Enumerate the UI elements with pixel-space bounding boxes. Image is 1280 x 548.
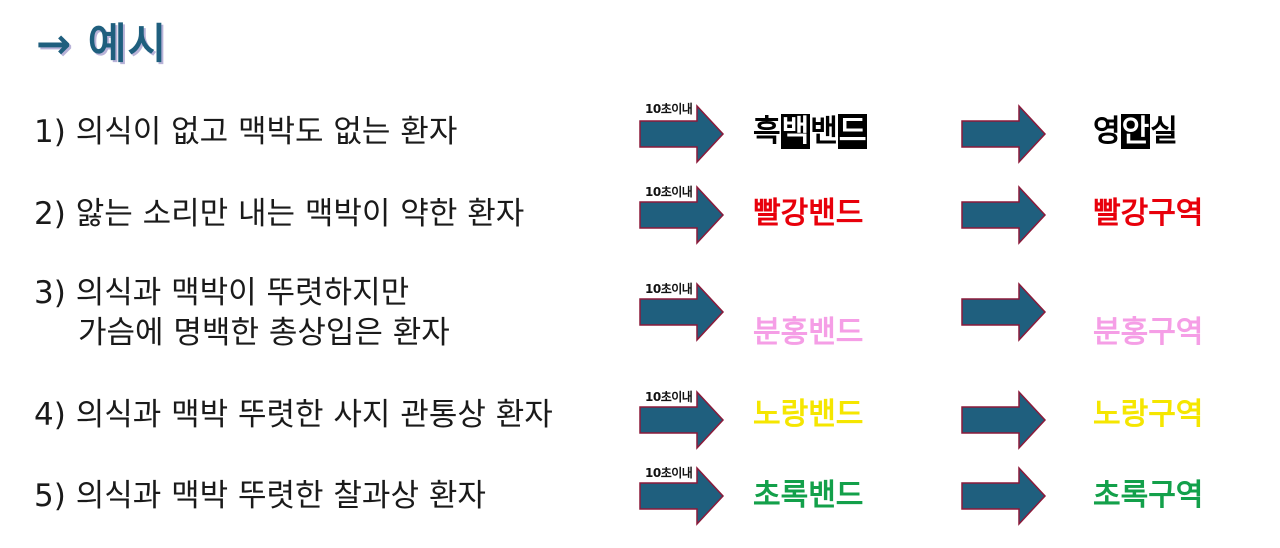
row-4-text: 의식과 맥박 뚜렷한 사지 관통상 환자 [75,397,553,433]
row-2-time-note: 10초이내 [645,185,693,199]
arrow-right-icon [961,282,1047,342]
arrow-right-icon [639,104,725,164]
row-3-zone-label: 분홍구역 [1093,315,1204,350]
row-3-band-label: 분홍밴드 [753,315,864,350]
row-5-time-note: 10초이내 [645,466,693,480]
arrow-right-icon [961,466,1047,526]
row-3-text-line2: 가슴에 명백한 총상입은 환자 [78,315,450,351]
row-1-number: 1) [34,114,66,150]
arrow-right-icon [639,282,725,342]
row-1-text: 의식이 없고 맥박도 없는 환자 [75,114,458,150]
arrow-right-icon [639,466,725,526]
row-2-zone-label: 빨강구역 [1093,196,1204,231]
row-4-time-note: 10초이내 [645,390,693,404]
arrow-right-icon [961,185,1047,245]
row-5-band-label: 초록밴드 [753,478,864,513]
row-1-time-note: 10초이내 [645,102,693,116]
zone-1-char-3: 실 [1150,114,1178,149]
row-2-band-label: 빨강밴드 [753,196,864,231]
row-3-time-note: 10초이내 [645,282,693,296]
arrow-right-icon [961,104,1047,164]
row-3-text: 의식과 맥박이 뚜렷하지만 [75,275,410,311]
row-4-description: 4) 의식과 맥박 뚜렷한 사지 관통상 환자 [34,395,553,435]
page-title: → 예시 [36,19,168,68]
band-1-char-2: 백 [780,114,811,149]
row-5-description: 5) 의식과 맥박 뚜렷한 찰과상 환자 [34,476,486,516]
row-4-band-label: 노랑밴드 [753,397,864,432]
row-4-number: 4) [34,397,66,433]
arrow-right-icon [639,185,725,245]
row-3-description: 3) 의식과 맥박이 뚜렷하지만 가슴에 명백한 총상입은 환자 [34,273,450,353]
row-5-text: 의식과 맥박 뚜렷한 찰과상 환자 [75,478,486,514]
zone-1-char-2: 안 [1120,114,1151,149]
arrow-right-icon [961,390,1047,450]
row-1-band-label: 흑백밴드 [753,112,868,152]
row-4-zone-label: 노랑구역 [1093,397,1204,432]
row-2-number: 2) [34,196,66,232]
row-2-text: 앓는 소리만 내는 맥박이 약한 환자 [75,196,525,232]
row-2-description: 2) 앓는 소리만 내는 맥박이 약한 환자 [34,194,524,234]
zone-1-char-1: 영 [1093,114,1121,149]
band-1-char-3: 밴 [810,114,838,149]
row-1-zone-label: 영안실 [1093,112,1178,152]
row-3-number: 3) [34,275,66,311]
band-1-char-4: 드 [837,114,868,149]
band-1-char-1: 흑 [753,114,781,149]
row-5-zone-label: 초록구역 [1093,478,1204,513]
row-1-description: 1) 의식이 없고 맥박도 없는 환자 [34,112,457,152]
row-5-number: 5) [34,478,66,514]
arrow-right-icon [639,390,725,450]
